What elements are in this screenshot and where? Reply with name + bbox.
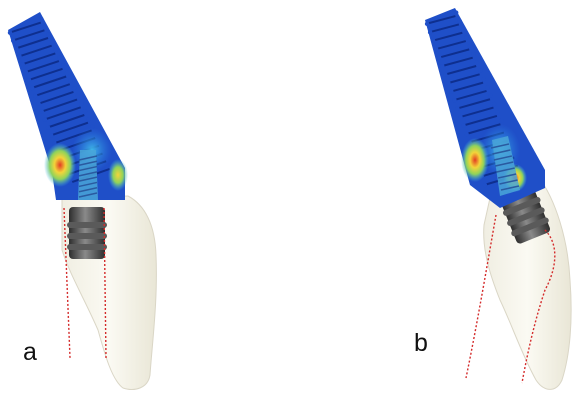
guide-line-b-left <box>466 215 496 378</box>
panel-label-b: b <box>414 331 428 356</box>
panel-label-a: a <box>23 340 37 365</box>
abutment-a <box>67 207 107 259</box>
panel-a <box>8 12 157 389</box>
implant-a <box>8 12 128 200</box>
panel-b <box>425 8 571 389</box>
implant-b <box>425 8 545 208</box>
